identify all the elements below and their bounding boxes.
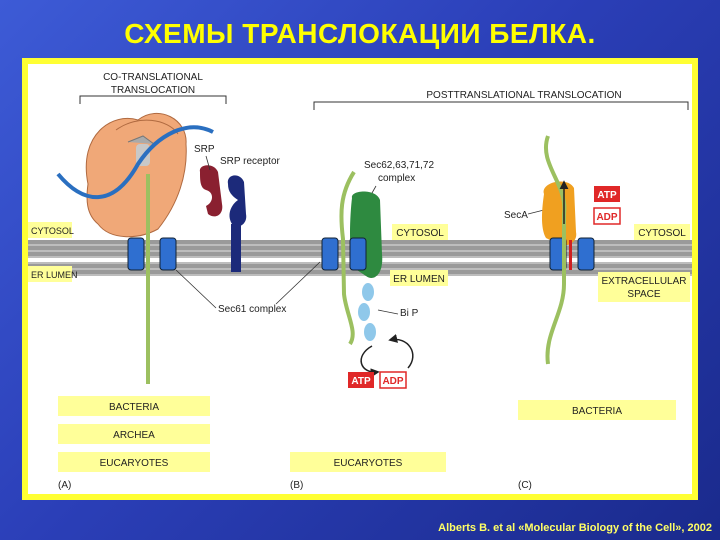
posttranslational-label: POSTTRANSLATIONAL TRANSLOCATION: [426, 90, 621, 101]
cotranslational-label-2: TRANSLOCATION: [111, 85, 195, 96]
cytosol-label-b: CYTOSOL: [396, 228, 444, 239]
cycle-arrow-2: [360, 345, 380, 378]
sec-complex-label-1: Sec62,63,71,72: [364, 160, 434, 171]
organism-box-eucaryotes-a: [58, 452, 210, 472]
organism-bacteria-a: BACTERIA: [109, 402, 159, 413]
panel-letter-a: (A): [58, 480, 71, 491]
cytosol-label-a: CYTOSOL: [31, 226, 74, 236]
er-lumen-box-a: [28, 266, 72, 282]
adp-label-c: ADP: [596, 212, 617, 223]
bip-icon-2: [358, 303, 370, 321]
adp-badge-b: [379, 371, 407, 389]
channel-right-b: [349, 237, 367, 271]
extracellular-label-1: EXTRACELLULAR: [601, 276, 686, 287]
cotranslational-label-1: CO-TRANSLATIONAL: [103, 72, 203, 83]
atp-badge-b: [348, 372, 374, 388]
organism-box-eucaryotes-b: [290, 452, 446, 472]
sec61-channel-left: [127, 237, 145, 271]
translocation-diagram: CO-TRANSLATIONAL TRANSLOCATION POSTTRANS…: [28, 72, 692, 491]
nascent-chain-c: [544, 135, 567, 365]
atp-label-b: ATP: [351, 376, 371, 387]
posttranslational-header: POSTTRANSLATIONAL TRANSLOCATION: [313, 90, 689, 110]
citation: Alberts B. et al «Molecular Biology of t…: [438, 522, 712, 534]
organism-box-bacteria-c: [518, 400, 676, 420]
organism-eucaryotes-b: EUCARYOTES: [334, 458, 403, 469]
adp-badge-c: [593, 207, 621, 225]
slide-title: СХЕМЫ ТРАНСЛОКАЦИИ БЕЛКА.: [124, 18, 596, 49]
atp-label-c: ATP: [597, 190, 617, 201]
channel-right-c: [577, 237, 595, 271]
seca-icon: [542, 181, 577, 246]
nascent-chain-b: [339, 170, 356, 346]
srp-label: SRP: [194, 144, 215, 155]
sec-complex-label-2: complex: [378, 173, 415, 184]
er-lumen-label-b: ER LUMEN: [393, 274, 445, 285]
organism-box-bacteria-a: [58, 396, 210, 416]
sec61-label: Sec61 complex: [218, 304, 286, 315]
cytosol-box-b: [392, 224, 448, 240]
bip-label: Bi P: [400, 308, 419, 319]
organism-bacteria-c: BACTERIA: [572, 406, 622, 417]
cytosol-box-c: [634, 224, 690, 240]
atp-badge-c: [594, 186, 620, 202]
sec61-channel-right: [159, 237, 177, 271]
er-lumen-label-a: ER LUMEN: [31, 270, 78, 280]
adp-label-b: ADP: [382, 376, 403, 387]
panel-b: Sec62,63,71,72 complex CYTOSOL ER LUMEN …: [290, 160, 448, 491]
extracellular-box: [598, 272, 690, 302]
extracellular-label-2: SPACE: [627, 289, 660, 300]
figure-panel: CO-TRANSLATIONAL TRANSLOCATION POSTTRANS…: [28, 64, 692, 494]
organism-box-archea-a: [58, 424, 210, 444]
srp-receptor-label: SRP receptor: [220, 156, 281, 167]
cycle-arrow-1: [388, 334, 414, 369]
panel-letter-c: (C): [518, 480, 532, 491]
panel-letter-b: (B): [290, 480, 303, 491]
srp-icon: [199, 165, 223, 217]
organism-archea-a: ARCHEA: [113, 430, 155, 441]
er-lumen-box-b: [390, 270, 448, 286]
channel-left-b: [321, 237, 339, 271]
cytosol-box-a: [28, 222, 72, 238]
srp-receptor-icon: [227, 175, 247, 272]
bip-icon-1: [362, 283, 374, 301]
cotranslational-header: CO-TRANSLATIONAL TRANSLOCATION: [79, 72, 227, 104]
panel-c: SecA ATP ADP CYTOSOL EXTRACELLULAR SPACE…: [504, 135, 690, 491]
organism-eucaryotes-a: EUCARYOTES: [100, 458, 169, 469]
seca-label: SecA: [504, 210, 528, 221]
bip-icon-3: [364, 323, 376, 341]
cytosol-label-c: CYTOSOL: [638, 228, 686, 239]
mrna-strand: [56, 125, 214, 200]
panel-a: CYTOSOL ER LUMEN SRP SRP receptor Sec61: [28, 112, 321, 491]
